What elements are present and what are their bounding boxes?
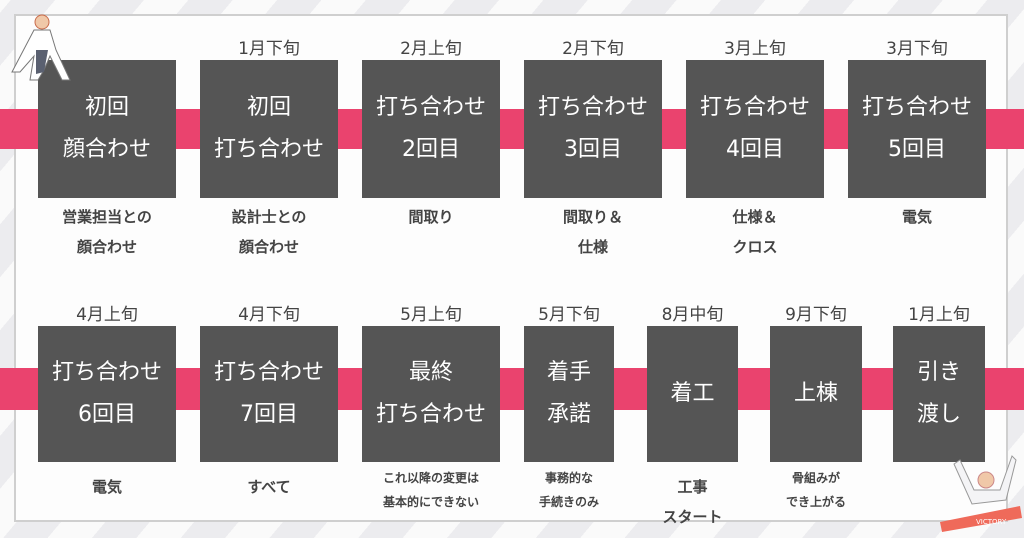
step-note: 電気 <box>91 478 122 496</box>
step-box: 最終 打ち合わせ <box>362 326 500 462</box>
step-date: 3月上旬 <box>724 39 786 59</box>
step-date: 8月中旬 <box>661 305 724 325</box>
step-date: 4月下旬 <box>238 305 300 325</box>
step-note: 仕様＆ クロス <box>732 208 778 256</box>
step-note: 工事 スタート <box>662 478 723 526</box>
step-date: 5月上旬 <box>400 305 462 325</box>
step-note: 設計士との 顔合わせ <box>231 208 307 256</box>
step-date: 1月上旬 <box>908 305 970 325</box>
step-note: 間取り <box>408 208 454 226</box>
step-note: すべて <box>247 478 291 496</box>
step-box: 着手 承諾 <box>524 326 614 462</box>
victory-illustration-icon: VICTORY <box>940 455 1022 532</box>
step-note: 間取り＆ 仕様 <box>562 208 623 256</box>
step-date: 1月下旬 <box>238 39 300 59</box>
step-box: 上棟 <box>770 326 862 462</box>
step-date: 4月上旬 <box>76 305 138 325</box>
step-date: 5月下旬 <box>538 305 600 325</box>
step-date: 2月下旬 <box>562 39 624 59</box>
step-note: 事務的な 手続きのみ <box>538 471 599 509</box>
step-box: 打ち合わせ 7回目 <box>200 326 338 462</box>
step-box: 着工 <box>647 326 738 462</box>
step-note: 骨組みが でき上がる <box>785 471 846 509</box>
step-box: 初回 顔合わせ <box>38 60 176 198</box>
step-note: 電気 <box>901 208 932 226</box>
step-box: 打ち合わせ 3回目 <box>524 60 662 198</box>
step-box: 打ち合わせ 6回目 <box>38 326 176 462</box>
step-note: これ以降の変更は 基本的にできない <box>382 471 479 509</box>
step-box: 打ち合わせ 4回目 <box>686 60 824 198</box>
step-date: 2月上旬 <box>400 39 462 59</box>
step-date: 9月下旬 <box>785 305 847 325</box>
step-box: 引き 渡し <box>893 326 985 462</box>
step-box: 打ち合わせ 2回目 <box>362 60 500 198</box>
victory-banner-text: VICTORY <box>976 518 1007 526</box>
runner-illustration-icon <box>11 14 71 81</box>
step-note: 営業担当との 顔合わせ <box>62 208 152 256</box>
step-date: 3月下旬 <box>886 39 948 59</box>
step-box: 打ち合わせ 5回目 <box>848 60 986 198</box>
step-box: 初回 打ち合わせ <box>200 60 338 198</box>
